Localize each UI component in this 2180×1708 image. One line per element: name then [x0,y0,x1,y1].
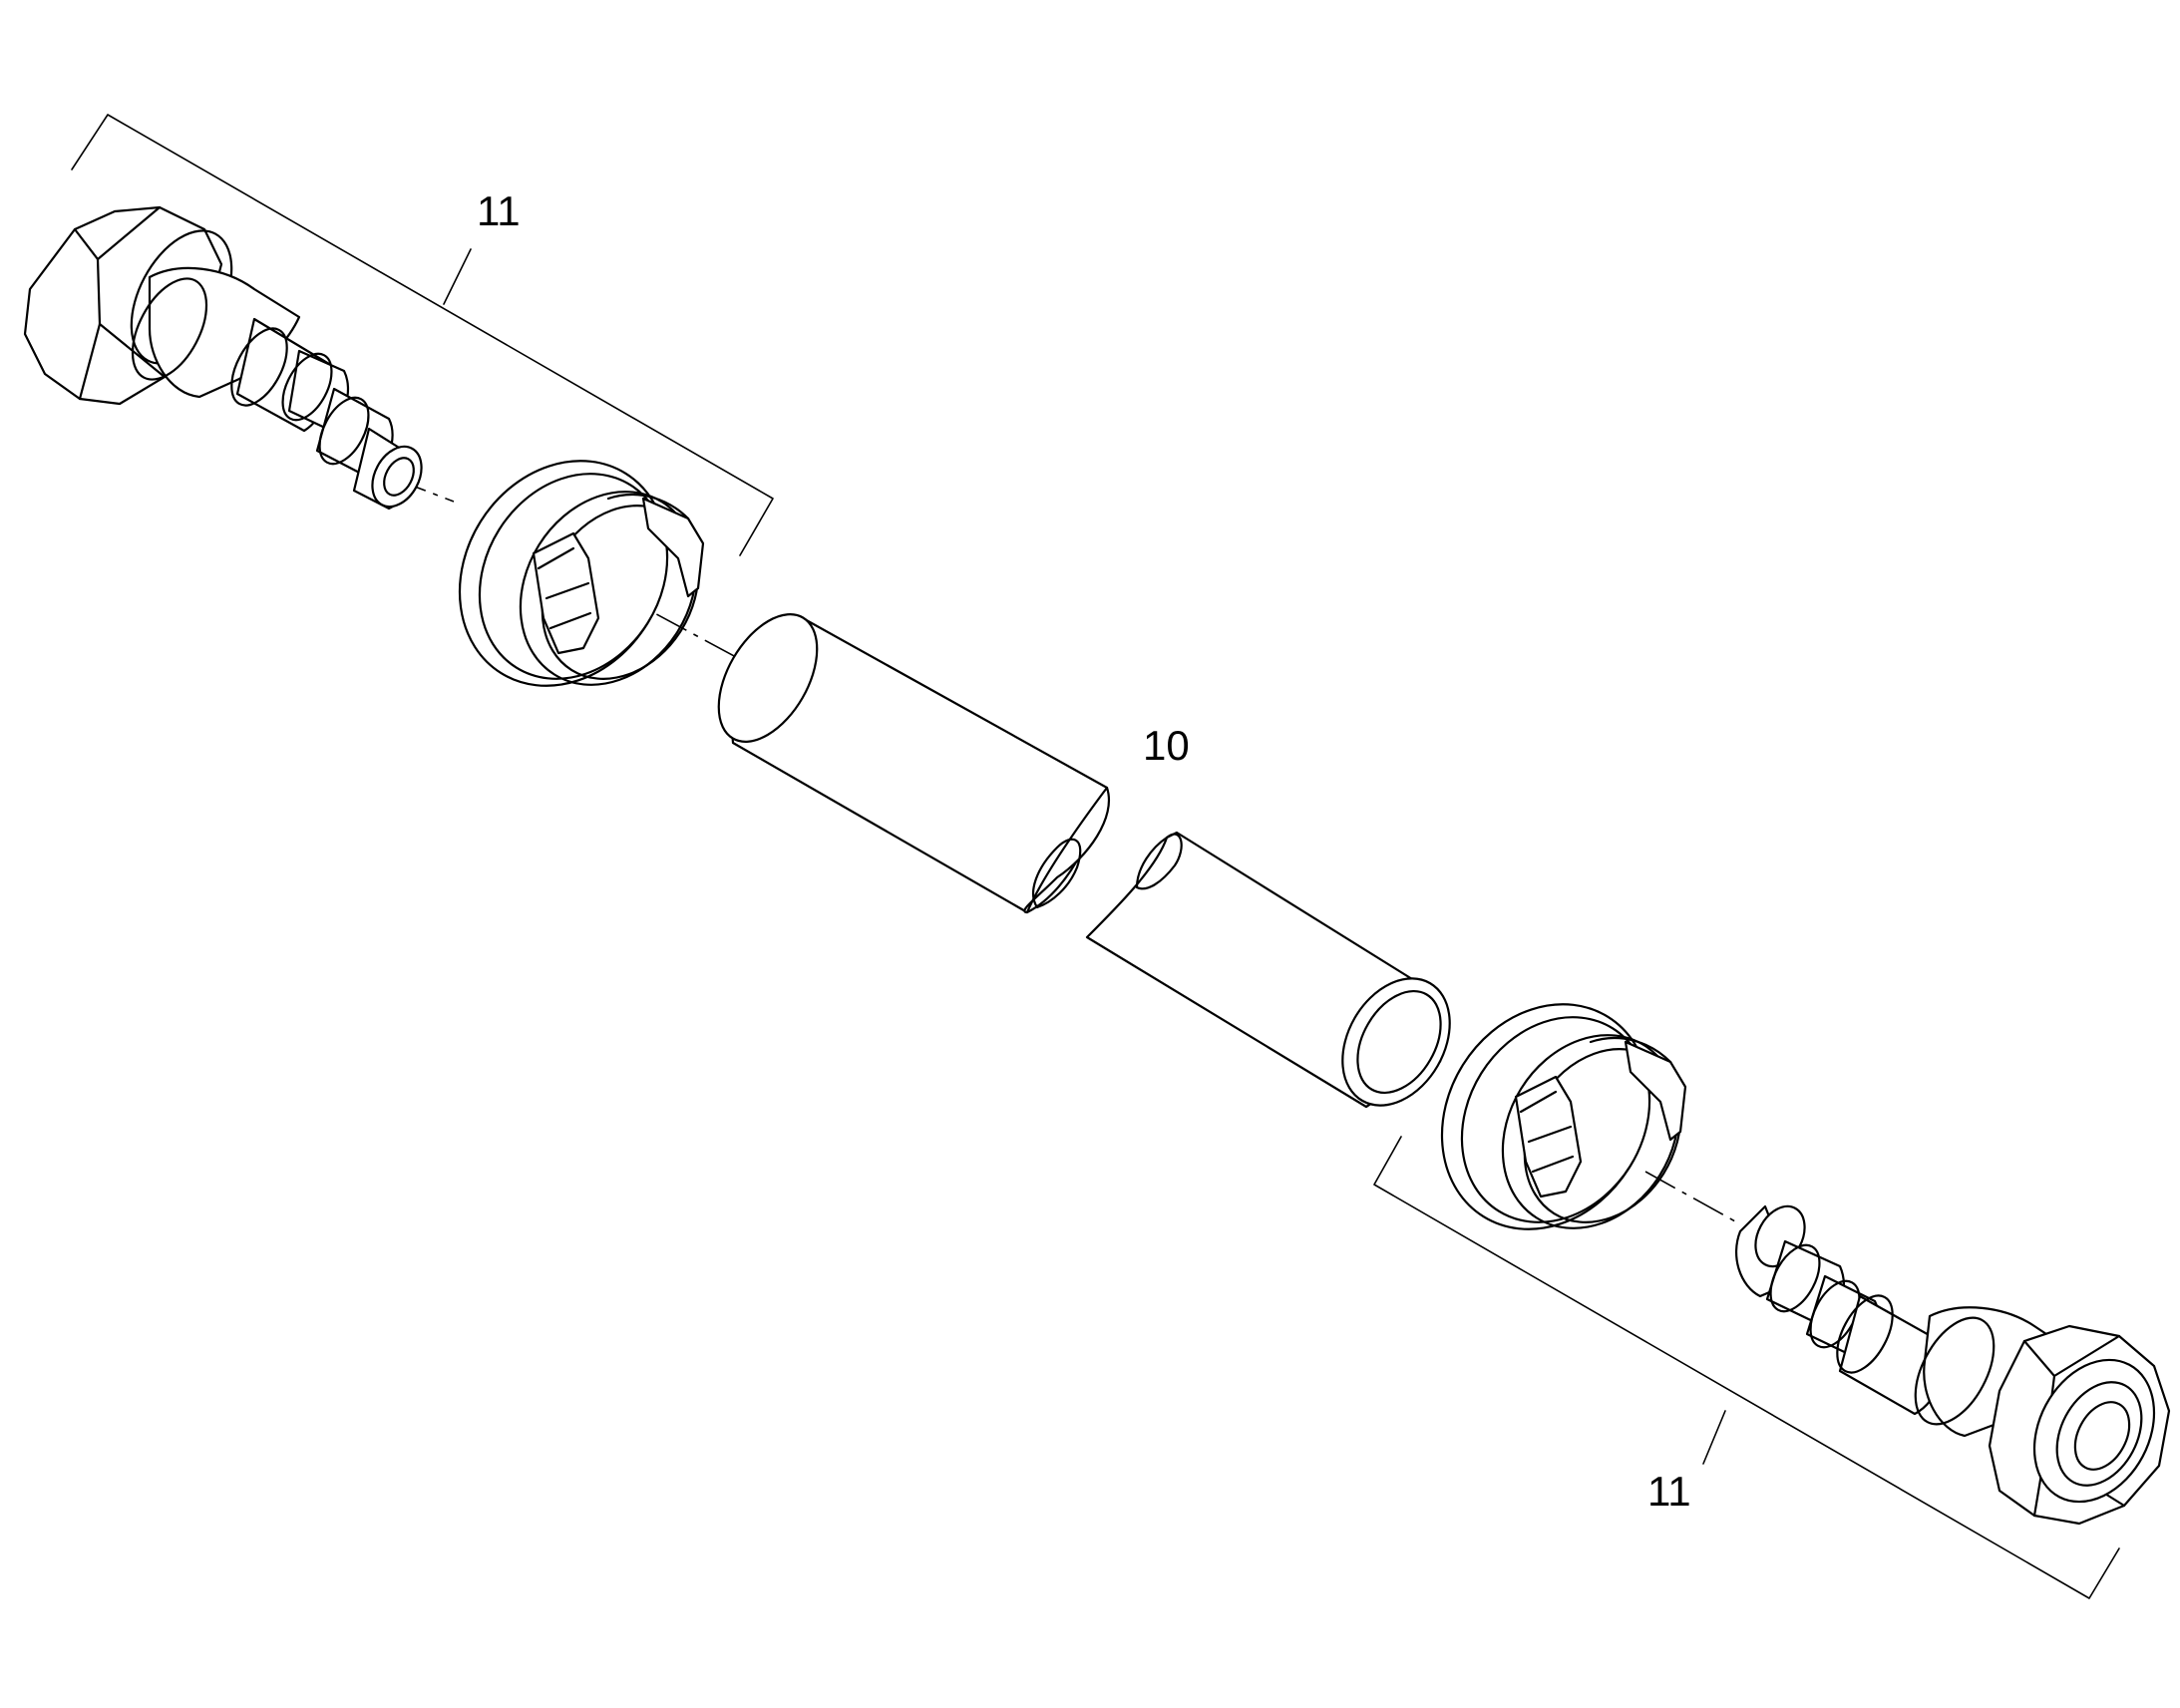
hose-clamp-top [458,460,705,687]
hex-nut-bottom [1988,1324,2171,1526]
hose-fitting-top [23,205,423,511]
hose-segment-right [1085,831,1451,1109]
bracket-bottom [1373,1136,2120,1599]
hose-segment-left [717,613,1110,914]
hose-clamp-bottom [1440,1003,1687,1230]
bracket-top [71,114,774,556]
hose-fitting-bottom [1735,1204,2171,1526]
callout-fitting-top: 11 [477,187,521,234]
callout-hose: 10 [1143,722,1190,769]
callout-fitting-bottom: 11 [1647,1468,1691,1515]
